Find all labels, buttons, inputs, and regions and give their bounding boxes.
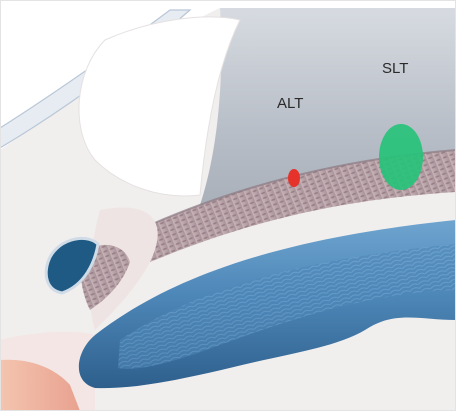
alt-label: ALT: [277, 95, 303, 112]
slt-laser-spot: [379, 124, 423, 190]
slt-label: SLT: [382, 60, 408, 77]
alt-laser-spot: [288, 169, 300, 187]
